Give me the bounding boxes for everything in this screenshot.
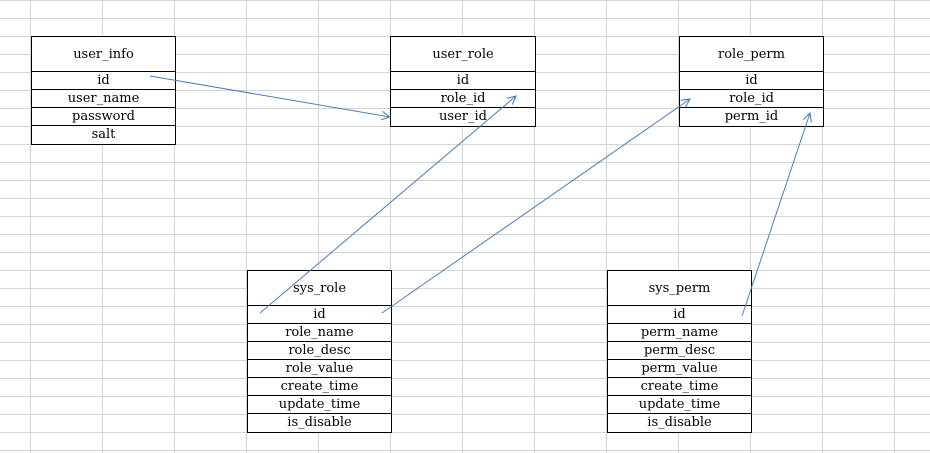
table-field: user_id [439,109,487,124]
table-field: update_time [248,396,391,414]
user-info-table: user_info id user_name password salt [31,36,176,145]
role-perm-table: role_perm id role_id perm_id [679,36,824,127]
table-field: perm_name [608,324,751,342]
table-field: password [32,108,175,126]
table-field: create_time [608,378,751,396]
table-title: role_perm [680,37,823,72]
table-field: is_disable [647,415,712,430]
table-field: role_value [248,360,391,378]
table-field: perm_id [724,109,779,124]
table-field: id [608,306,751,324]
table-title: user_info [32,37,175,72]
sys-perm-table: sys_perm id perm_name perm_desc perm_val… [607,270,752,433]
table-title: sys_perm [608,271,751,306]
table-field: user_name [32,90,175,108]
table-field: perm_desc [608,342,751,360]
table-field: is_disable [287,415,352,430]
table-field: perm_value [608,360,751,378]
table-title: sys_role [248,271,391,306]
table-field: id [248,306,391,324]
table-field: id [32,72,175,90]
table-field: role_id [680,90,823,108]
table-field: update_time [608,396,751,414]
arrow-sys-perm-id-to-role-perm-perm-id [741,113,810,317]
table-field: role_name [248,324,391,342]
table-field: role_desc [248,342,391,360]
arrow-user-info-id-to-user-role-user-id [149,75,390,117]
table-title: user_role [391,37,535,72]
table-field: salt [91,127,116,142]
table-field: id [391,72,535,90]
table-field: id [680,72,823,90]
sys-role-table: sys_role id role_name role_desc role_val… [247,270,392,433]
table-field: create_time [248,378,391,396]
user-role-table: user_role id role_id user_id [390,36,536,127]
table-field: role_id [391,90,535,108]
